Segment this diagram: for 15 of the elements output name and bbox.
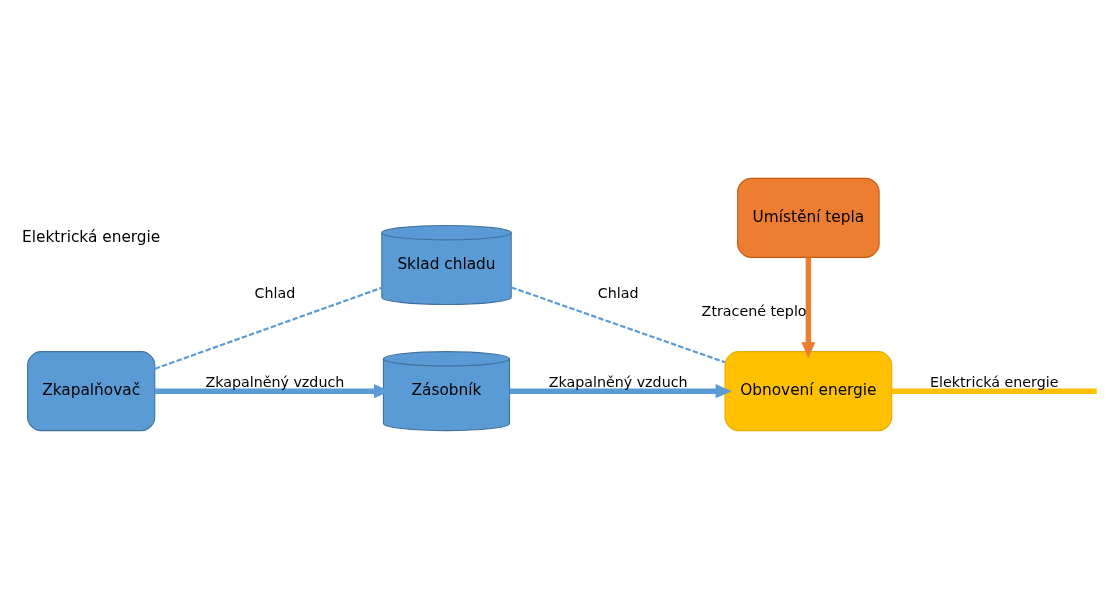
connector bbox=[154, 286, 383, 370]
edge-label: Ztracené teplo bbox=[701, 302, 807, 319]
node-box: Zkapalňovač bbox=[27, 350, 156, 431]
connector bbox=[511, 285, 726, 363]
edge-label: Chlad bbox=[597, 284, 639, 301]
edge-label: Chlad bbox=[254, 284, 296, 301]
edge-label: Zkapalněný vzduch bbox=[205, 373, 345, 390]
label: Elektrická energie bbox=[22, 227, 161, 246]
node-box: Obnovení energie bbox=[724, 350, 893, 431]
arrow bbox=[801, 257, 816, 358]
node-box: Umístění tepla bbox=[737, 177, 880, 258]
edge-label: Zkapalněný vzduch bbox=[548, 373, 688, 390]
connector bbox=[891, 387, 1097, 394]
edge-label: Elektrická energie bbox=[930, 373, 1059, 390]
arrow bbox=[509, 383, 732, 398]
